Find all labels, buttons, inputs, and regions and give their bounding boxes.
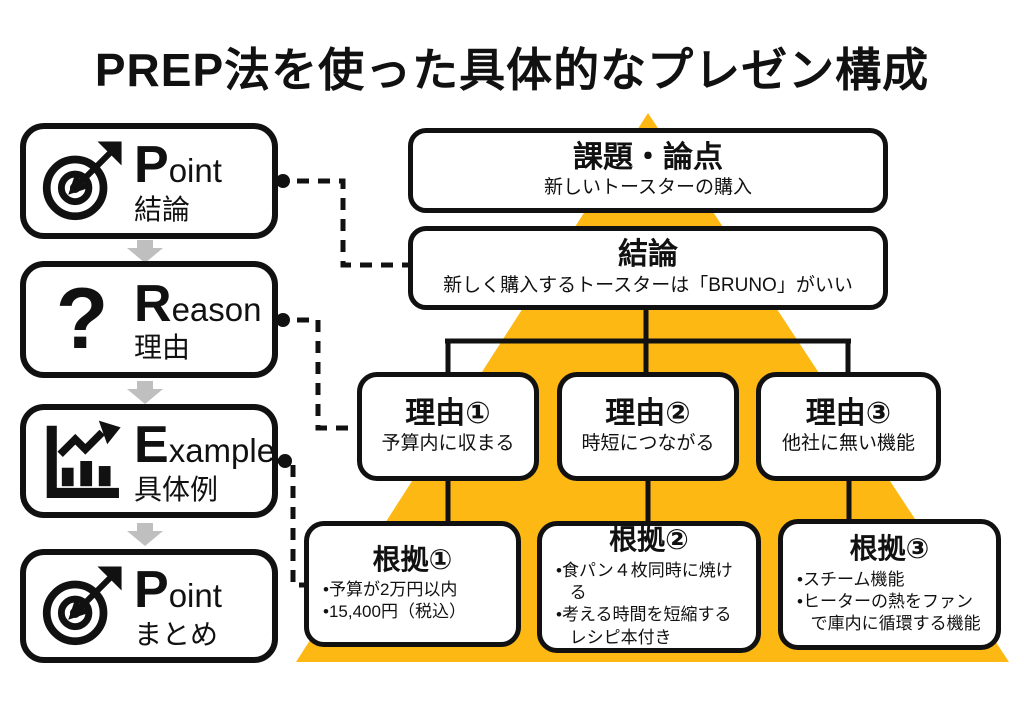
- reason-title: 理由①: [405, 396, 491, 430]
- conclusion-subtitle: 新しく購入するトースターは「BRUNO」がいい: [443, 274, 853, 296]
- evidence-bullet: •予算が2万円以内: [323, 580, 458, 600]
- target-icon: [38, 562, 126, 650]
- conclusion-box: 結論 新しく購入するトースターは「BRUNO」がいい: [408, 226, 888, 310]
- evidence-box-2: 根拠② •食パン４枚同時に焼ける •考える時間を短縮するレシピ本付き: [537, 521, 761, 653]
- down-arrow-icon: [127, 381, 163, 404]
- evidence-list: •食パン４枚同時に焼ける •考える時間を短縮するレシピ本付き: [542, 560, 756, 648]
- bar-chart-icon: [38, 417, 126, 505]
- target-icon: [38, 137, 126, 225]
- dashed-connector-example-to-evidence1: [276, 458, 304, 588]
- evidence-bullet: •食パン４枚同時に焼ける: [556, 561, 733, 603]
- evidence-title: 根拠①: [372, 543, 453, 575]
- topic-subtitle: 新しいトースターの購入: [543, 177, 753, 199]
- prep-box-reason: ? Reason 理由: [20, 261, 278, 378]
- step-rest: eason: [171, 290, 262, 328]
- down-arrow-icon: [127, 523, 163, 546]
- prep-box-point-1: Point 結論: [20, 123, 278, 239]
- evidence-title: 根拠③: [849, 532, 930, 564]
- evidence-bullet: •ヒーターの熱をファンで庫内に循環する機能: [797, 591, 981, 633]
- solid-connectors: [445, 308, 852, 525]
- topic-title: 課題・論点: [573, 140, 723, 174]
- evidence-box-3: 根拠③ •スチーム機能 •ヒーターの熱をファンで庫内に循環する機能: [778, 519, 1001, 650]
- reason-title: 理由③: [805, 396, 892, 430]
- step-rest: xample: [168, 432, 276, 469]
- reason-title: 理由②: [605, 396, 691, 430]
- evidence-bullet: •考える時間を短縮するレシピ本付き: [556, 605, 732, 647]
- prep-step-label: Example 具体例: [134, 418, 275, 504]
- connector-dot: [276, 174, 290, 188]
- reason-box-1: 理由① 予算内に収まる: [357, 372, 539, 481]
- prep-box-point-2: Point まとめ: [20, 549, 278, 663]
- connector-dots: [276, 174, 292, 468]
- reason-box-3: 理由③ 他社に無い機能: [756, 372, 941, 481]
- step-jp: まとめ: [134, 618, 219, 650]
- conclusion-title: 結論: [618, 238, 678, 272]
- prep-step-label: Point まとめ: [134, 563, 222, 649]
- prep-box-example: Example 具体例: [20, 404, 278, 518]
- reason-subtitle: 時短につながる: [581, 433, 715, 455]
- step-jp: 理由: [134, 332, 191, 364]
- evidence-title: 根拠②: [609, 524, 689, 556]
- reason-subtitle: 予算内に収まる: [381, 433, 515, 455]
- step-rest: oint: [168, 152, 222, 189]
- page-title: PREP法を使った具体的なプレゼン構成: [94, 44, 930, 96]
- reason-subtitle: 他社に無い機能: [781, 433, 915, 455]
- evidence-bullet: •15,400円（税込）: [323, 602, 466, 622]
- dashed-connector-reason-to-reason1: [276, 317, 357, 431]
- dashed-connector-point-to-conclusion: [276, 178, 408, 268]
- step-letter: E: [134, 416, 169, 474]
- step-letter: P: [134, 136, 169, 194]
- evidence-list: •予算が2万円以内 •15,400円（税込）: [309, 579, 516, 623]
- prep-step-label: Point 結論: [134, 138, 222, 224]
- topic-box: 課題・論点 新しいトースターの購入: [408, 128, 888, 213]
- step-rest: oint: [168, 577, 222, 614]
- evidence-list: •スチーム機能 •ヒーターの熱をファンで庫内に循環する機能: [783, 569, 996, 635]
- step-jp: 結論: [134, 193, 191, 225]
- evidence-bullet: •スチーム機能: [797, 569, 905, 589]
- connector-dot: [278, 454, 292, 468]
- step-letter: P: [134, 561, 169, 619]
- prep-step-label: Reason 理由: [134, 274, 262, 364]
- down-arrow-icon: [127, 240, 163, 263]
- step-jp: 具体例: [134, 473, 219, 505]
- step-letter: R: [134, 274, 172, 333]
- question-icon: ?: [38, 276, 126, 364]
- question-glyph: ?: [55, 270, 109, 367]
- reason-box-2: 理由② 時短につながる: [557, 372, 739, 481]
- connector-dot: [276, 313, 290, 327]
- evidence-box-1: 根拠① •予算が2万円以内 •15,400円（税込）: [304, 521, 521, 647]
